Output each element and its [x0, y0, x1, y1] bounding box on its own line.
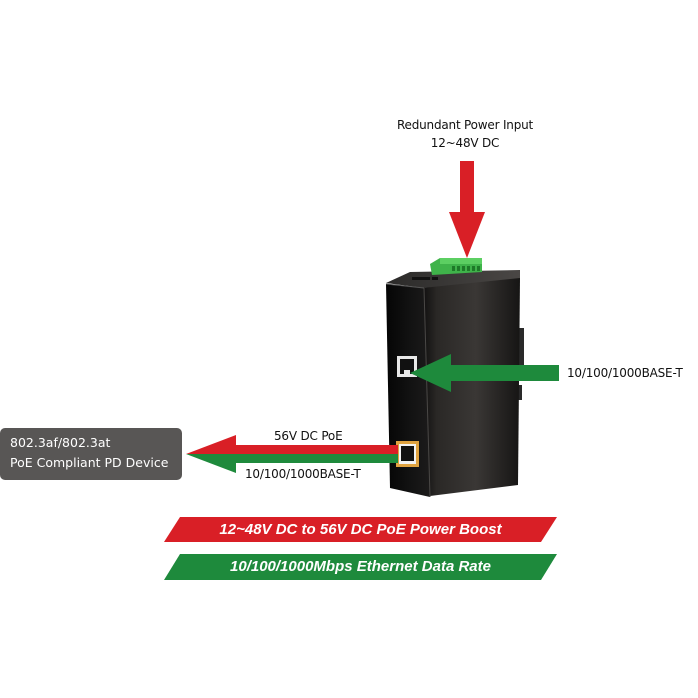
- uplink-rj45-port: [397, 356, 417, 377]
- device-side: [422, 278, 520, 496]
- poe-data-label: 10/100/1000BASE-T: [245, 467, 361, 481]
- pd-device-box: 802.3af/802.3at PoE Compliant PD Device: [0, 428, 182, 480]
- poe-power-arrow-shaft: [228, 445, 398, 454]
- data-rate-banner-bg: [164, 554, 557, 580]
- poe-data-arrow-shaft: [228, 454, 398, 463]
- power-input-voltage: 12~48V DC: [430, 136, 500, 150]
- poe-power-arrowhead: [186, 435, 236, 454]
- power-boost-banner-text: 12~48V DC to 56V DC PoE Power Boost: [219, 521, 502, 538]
- device-top: [386, 270, 520, 288]
- uplink-arrow: [410, 354, 559, 392]
- uplink-label: 10/100/1000BASE-T: [567, 366, 683, 380]
- poe-output-arrow: [186, 435, 398, 473]
- terminal-block: [430, 258, 482, 275]
- power-input-title: Redundant Power Input: [396, 118, 534, 132]
- pd-device-description: PoE Compliant PD Device: [10, 455, 169, 470]
- poe-data-arrowhead: [186, 454, 236, 473]
- poe-power-label: 56V DC PoE: [274, 429, 343, 443]
- power-input-label: Redundant Power Input 12~48V DC: [365, 118, 565, 150]
- power-input-arrow: [449, 161, 485, 258]
- poe-rj45-port: [396, 441, 419, 467]
- pd-device-standard: 802.3af/802.3at: [10, 435, 111, 450]
- data-rate-banner-text: 10/100/1000Mbps Ethernet Data Rate: [230, 558, 491, 575]
- power-boost-banner-bg: [164, 517, 557, 542]
